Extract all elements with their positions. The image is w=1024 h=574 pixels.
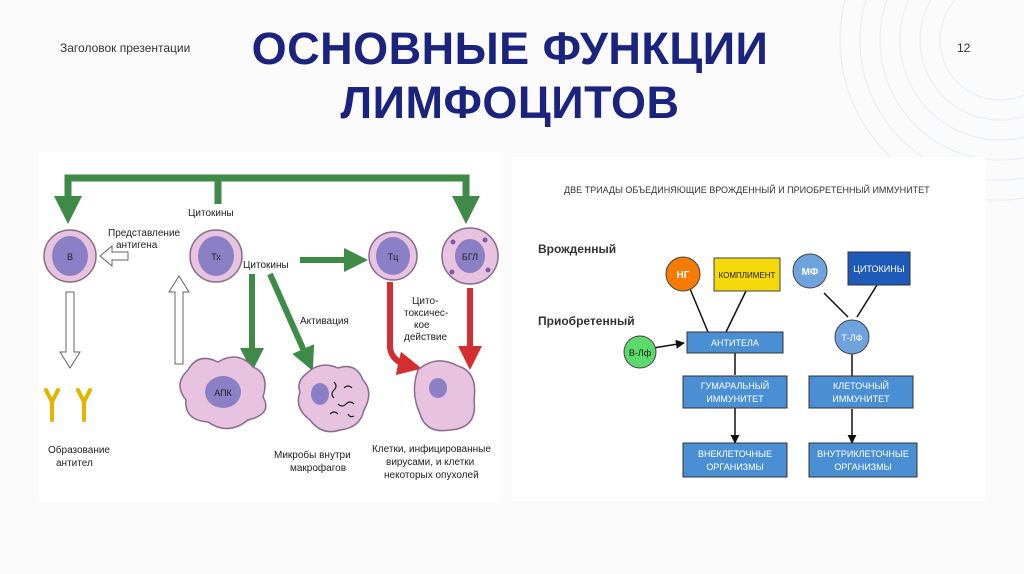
macrophage-with-microbes <box>297 364 370 433</box>
slide-number: 12 <box>957 41 971 55</box>
tc-to-target-arrow <box>387 282 422 376</box>
antigen-label-2: антигена <box>116 240 158 251</box>
antibodies-label: АНТИТЕЛА <box>711 338 759 348</box>
cytokines-top-label: Цитокины <box>188 208 234 219</box>
cell-b-label: В <box>67 252 73 262</box>
t-lf-node <box>834 319 870 355</box>
innate-label: Врожденный <box>538 242 616 256</box>
extracellular-label-2: ОРГАНИЗМЫ <box>706 462 763 472</box>
cellular-label-2: ИММУНИТЕТ <box>832 394 890 404</box>
cytotoxic-label-1: Цито- <box>412 296 438 307</box>
title-line-2: ЛИМФОЦИТОВ <box>340 77 680 128</box>
cytotoxic-label-4: действие <box>404 332 447 343</box>
cell-tc: Тц <box>368 231 418 281</box>
mf-label: МФ <box>802 267 819 278</box>
cytokines-mid-label: Цитокины <box>243 260 289 271</box>
b-lf-node <box>623 335 657 369</box>
apk-to-th-arrow <box>168 275 190 365</box>
cell-th: Тх <box>189 229 243 283</box>
cell-apk: АПК <box>179 356 267 430</box>
cellular-box <box>808 375 914 409</box>
t-lf-label: Т-ЛФ <box>841 333 862 343</box>
b-lf-label: В-Лф <box>629 348 652 358</box>
acquired-label: Приобретенный <box>538 314 635 328</box>
green-feedback-arrow <box>54 174 222 224</box>
antigen-label-1: Представление <box>108 228 181 239</box>
infected-target-cell <box>413 360 476 432</box>
cytokines-label: ЦИТОКИНЫ <box>853 264 904 274</box>
title-line-1: ОСНОВНЫЕ ФУНКЦИИ <box>251 23 769 74</box>
slide-title: ОСНОВНЫЕ ФУНКЦИИ ЛИМФОЦИТОВ <box>160 22 860 130</box>
cell-th-label: Тх <box>211 252 221 262</box>
intracellular-label-1: ВНУТРИКЛЕТОЧНЫЕ <box>817 449 909 459</box>
antibody-label-2: антител <box>56 458 93 469</box>
intracellular-label-2: ОРГАНИЗМЫ <box>834 462 891 472</box>
infected-label-3: некоторых опухолей <box>384 470 479 481</box>
antigen-presentation-arrow <box>99 244 129 268</box>
ng-node <box>665 256 701 292</box>
cytotoxic-label-2: токсичес- <box>404 308 448 319</box>
extracellular-label-1: ВНЕКЛЕТОЧНЫЕ <box>698 449 772 459</box>
presentation-header-label: Заголовок презентации <box>60 41 191 55</box>
infected-label-1: Клетки, инфицированные <box>372 443 491 455</box>
extracellular-box <box>682 442 788 478</box>
activation-label: Активация <box>300 316 349 327</box>
infected-label-2: вирусами, и клетки <box>386 457 474 468</box>
humoral-label-1: ГУМАРАЛЬНЫЙ <box>701 380 769 391</box>
complement-label: КОМПЛИМЕНТ <box>719 271 776 280</box>
cell-tc-label: Тц <box>388 252 399 262</box>
cytotoxic-label-3: кое <box>414 320 430 331</box>
b-to-antibody-arrow <box>59 291 81 369</box>
green-feedback-arrow-right <box>218 174 480 224</box>
microbes-label-2: макрофагов <box>290 462 346 474</box>
cell-b: В <box>43 229 97 283</box>
triads-title: ДВЕ ТРИАДЫ ОБЪЕДИНЯЮЩИЕ ВРОЖДЕННЫЙ И ПРИ… <box>564 184 930 195</box>
antibody-icon <box>44 388 92 422</box>
lymphocyte-functions-diagram: В Тх Тц БГЛ Представление антигена Циток… <box>38 152 500 502</box>
mf-node <box>792 253 828 289</box>
cell-bgl: БГЛ <box>441 227 499 285</box>
cell-bgl-label: БГЛ <box>462 252 478 262</box>
antibodies-box <box>686 331 784 354</box>
antibody-label-1: Образование <box>48 444 110 456</box>
humoral-box <box>682 375 788 409</box>
cell-apk-label: АПК <box>214 388 232 398</box>
immunity-triads-diagram: ДВЕ ТРИАДЫ ОБЪЕДИНЯЮЩИЕ ВРОЖДЕННЫЙ И ПРИ… <box>512 157 986 501</box>
cytokines-box <box>847 251 911 286</box>
complement-box <box>713 257 781 292</box>
microbes-label-1: Микробы внутри <box>274 449 351 461</box>
intracellular-box <box>808 442 918 478</box>
cellular-label-1: КЛЕТОЧНЫЙ <box>833 380 889 391</box>
th-to-macrophage-arrow <box>267 272 315 371</box>
ng-label: НГ <box>677 270 690 281</box>
humoral-label-2: ИММУНИТЕТ <box>706 394 764 404</box>
